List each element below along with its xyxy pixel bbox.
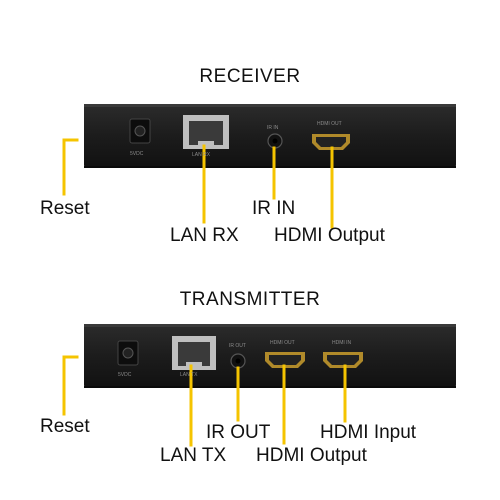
receiver-device: [84, 104, 456, 168]
transmitter-hdmi-output-label: HDMI Output: [256, 445, 367, 466]
transmitter-power-port-text: 5VDC: [118, 372, 132, 378]
transmitter-hdmi-out-port-text: HDMI OUT: [270, 340, 295, 346]
power-jack-icon: [129, 118, 151, 144]
ir-jack-icon: [230, 353, 246, 369]
ir-jack-icon: [267, 133, 283, 149]
hdmi-port-icon: [323, 352, 363, 368]
transmitter-ir-label: IR OUT: [206, 422, 271, 443]
receiver-lan-label: LAN RX: [170, 225, 239, 246]
lan-port-icon: [183, 115, 229, 149]
receiver-hdmi-label: HDMI Output: [274, 225, 385, 246]
transmitter-lan-label: LAN TX: [160, 445, 227, 466]
receiver-reset-label: Reset: [40, 198, 90, 219]
transmitter-title: TRANSMITTER: [179, 289, 321, 310]
transmitter-device: [84, 324, 456, 388]
transmitter-hdmi-input-label: HDMI Input: [320, 422, 417, 443]
lan-port-icon: [172, 336, 216, 370]
transmitter-lan-port-text: LAN TX: [180, 372, 198, 378]
callout-lines: [62, 138, 347, 447]
transmitter-hdmi-in-port-text: HDMI IN: [332, 340, 352, 346]
receiver-power-port-text: 5VDC: [130, 151, 144, 157]
transmitter-ir-port-text: IR OUT: [229, 343, 246, 349]
receiver-hdmi-out-port-text: HDMI OUT: [317, 121, 342, 127]
hdmi-port-icon: [312, 134, 350, 150]
transmitter-reset-label: Reset: [40, 416, 90, 437]
receiver-lan-port-text: LAN RX: [192, 152, 211, 158]
receiver-title: RECEIVER: [199, 66, 301, 87]
receiver-ir-label: IR IN: [252, 198, 296, 219]
receiver-ir-port-text: IR IN: [267, 125, 279, 131]
hdmi-port-icon: [265, 352, 305, 368]
reset-callout-line: [62, 355, 79, 416]
power-jack-icon: [117, 340, 139, 366]
reset-callout-line: [62, 138, 79, 196]
